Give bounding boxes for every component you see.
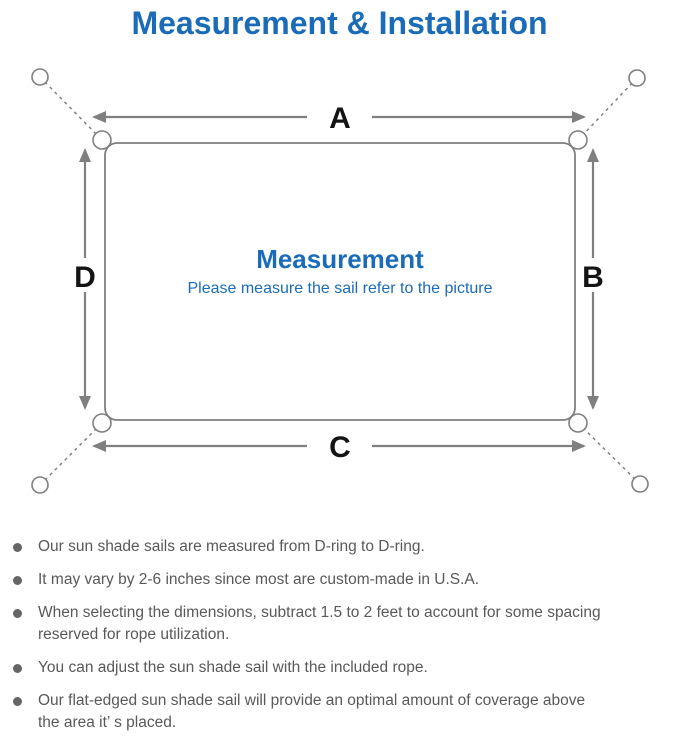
- anchor-point-top-left: [31, 68, 49, 86]
- d-ring-top-right: [568, 130, 588, 150]
- rope-line-bottom-right: [577, 422, 641, 485]
- rope-line-bottom-left: [39, 422, 103, 486]
- measurement-diagram: A C D B Measurement Please measure the s…: [31, 68, 649, 494]
- list-item: Our sun shade sails are measured from D-…: [8, 536, 667, 558]
- bullet-dot-icon: [13, 697, 22, 706]
- list-item: When selecting the dimensions, subtract …: [8, 602, 667, 646]
- list-item-text: When selecting the dimensions, subtract …: [38, 604, 601, 643]
- list-item-text: Our flat-edged sun shade sail will provi…: [38, 692, 586, 731]
- list-item-text: Our sun shade sails are measured from D-…: [38, 538, 425, 555]
- list-item: You can adjust the sun shade sail with t…: [8, 657, 667, 679]
- rope-line-top-right: [577, 77, 638, 141]
- diagram-center-subtitle: Please measure the sail refer to the pic…: [187, 280, 492, 297]
- sail-outline: [104, 142, 576, 421]
- instruction-list: Our sun shade sails are measured from D-…: [0, 536, 679, 734]
- d-ring-top-left: [92, 130, 112, 150]
- bullet-dot-icon: [13, 543, 22, 552]
- list-item: Our flat-edged sun shade sail will provi…: [8, 690, 667, 734]
- dim-label-d: D: [74, 261, 96, 294]
- dim-label-b: B: [582, 261, 604, 294]
- anchor-point-top-right: [628, 69, 646, 87]
- d-ring-bottom-right: [568, 413, 588, 433]
- list-item-text: You can adjust the sun shade sail with t…: [38, 659, 428, 676]
- page-title: Measurement & Installation: [131, 5, 548, 41]
- list-item: It may vary by 2-6 inches since most are…: [8, 569, 667, 591]
- anchor-point-bottom-right: [631, 475, 649, 493]
- diagram-center-title: Measurement: [256, 244, 424, 274]
- d-ring-bottom-left: [92, 413, 112, 433]
- bullet-dot-icon: [13, 609, 22, 618]
- bullet-dot-icon: [13, 664, 22, 673]
- list-item-text: It may vary by 2-6 inches since most are…: [38, 571, 480, 588]
- dim-label-c: C: [329, 431, 351, 464]
- rope-line-top-left: [39, 76, 103, 141]
- anchor-point-bottom-left: [31, 476, 49, 494]
- dim-label-a: A: [329, 102, 351, 135]
- bullet-dot-icon: [13, 576, 22, 585]
